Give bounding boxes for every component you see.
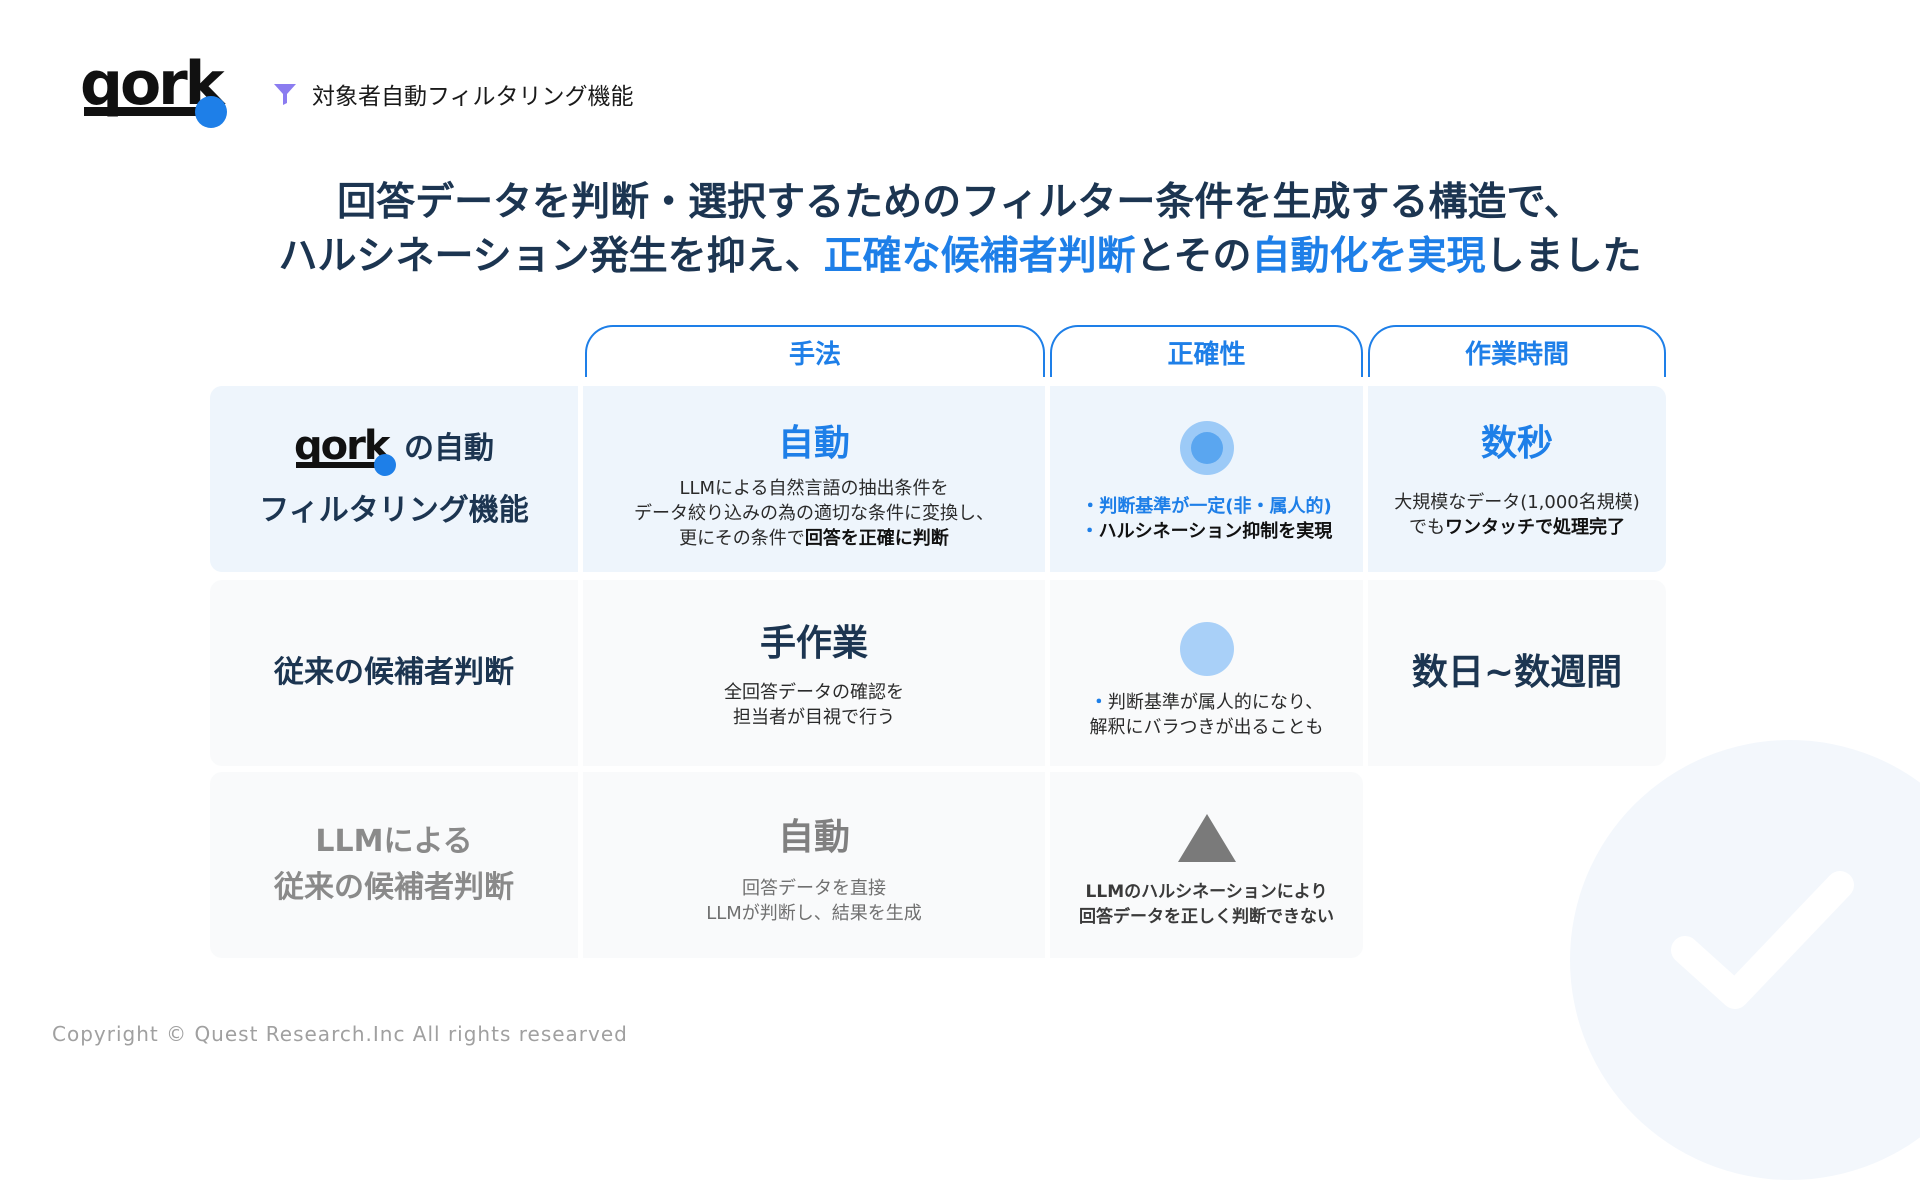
column-header-method: 手法 — [585, 325, 1045, 377]
row-label: 従来の候補者判断 — [274, 655, 514, 690]
headline-line1: 回答データを判断・選択するためのフィルター条件を生成する構造で、 — [337, 180, 1583, 225]
qork-logo: qork — [80, 54, 230, 134]
logo-dot — [195, 96, 227, 128]
circle-icon — [1179, 622, 1234, 676]
highlight-accurate-judgment: 正確な候補者判断 — [823, 234, 1136, 279]
qork-mini-logo: qork — [294, 424, 398, 476]
headline-line2: ハルシネーション発生を抑え、正確な候補者判断とその自動化を実現しました — [278, 234, 1642, 279]
time-description: 大規模なデータ(1,000名規模) でもワンタッチで処理完了 — [1394, 492, 1640, 538]
highlight-automation: 自動化を実現 — [1251, 234, 1486, 279]
headline: 回答データを判断・選択するためのフィルター条件を生成する構造で、 ハルシネーショ… — [0, 176, 1920, 284]
row-qork-label-cell: qork の自動 フィルタリング機能 — [210, 386, 578, 572]
row-label: qork の自動 フィルタリング機能 — [259, 423, 529, 528]
accuracy-description: ・判断基準が一定(非・属人的) ・ハルシネーション抑制を実現 — [1080, 496, 1333, 542]
section-title: 対象者自動フィルタリング機能 — [312, 84, 634, 110]
row-qork-method-cell: 自動 LLMによる自然言語の抽出条件を データ絞り込みの為の適切な条件に変換し、… — [583, 386, 1045, 572]
row-conventional-label-cell: 従来の候補者判断 — [210, 580, 578, 766]
double-circle-icon — [1179, 421, 1234, 475]
column-header-time: 作業時間 — [1368, 325, 1666, 377]
row-label: LLMによる 従来の候補者判断 — [274, 824, 514, 905]
time-title: 数秒 — [1480, 423, 1553, 464]
row-qork-time-cell: 数秒 大規模なデータ(1,000名規模) でもワンタッチで処理完了 — [1368, 386, 1666, 572]
method-description: LLMによる自然言語の抽出条件を データ絞り込みの為の適切な条件に変換し、 更に… — [634, 478, 994, 549]
row-llm-label-cell: LLMによる 従来の候補者判断 — [210, 772, 578, 958]
funnel-icon — [274, 84, 296, 105]
method-title: 自動 — [777, 423, 850, 464]
row-conventional-accuracy-cell: ・判断基準が属人的になり、 解釈にバラつきが出ることも — [1050, 580, 1363, 766]
row-llm-accuracy-cell: LLMのハルシネーションにより 回答データを正しく判断できない — [1050, 772, 1363, 958]
triangle-icon — [1177, 814, 1236, 862]
accuracy-description: ・判断基準が属人的になり、 解釈にバラつきが出ることも — [1089, 692, 1324, 738]
method-title: 手作業 — [759, 623, 868, 664]
method-description: 回答データを直接 LLMが判断し、結果を生成 — [706, 878, 922, 924]
row-conventional-time-cell: 数日~数週間 — [1368, 580, 1666, 766]
row-conventional-method-cell: 手作業 全回答データの確認を 担当者が目視で行う — [583, 580, 1045, 766]
column-header-accuracy: 正確性 — [1050, 325, 1363, 377]
row-llm-method-cell: 自動 回答データを直接 LLMが判断し、結果を生成 — [583, 772, 1045, 958]
accuracy-description: LLMのハルシネーションにより 回答データを正しく判断できない — [1079, 882, 1334, 927]
time-title: 数日~数週間 — [1411, 652, 1623, 693]
copyright-text: Copyright © Quest Research.Inc All right… — [52, 1022, 628, 1046]
row-qork-accuracy-cell: ・判断基準が一定(非・属人的) ・ハルシネーション抑制を実現 — [1050, 386, 1363, 572]
section-tag: 対象者自動フィルタリング機能 — [272, 78, 634, 110]
method-description: 全回答データの確認を 担当者が目視で行う — [724, 682, 904, 728]
method-title: 自動 — [777, 817, 850, 858]
check-mark-icon — [1671, 871, 1854, 1009]
